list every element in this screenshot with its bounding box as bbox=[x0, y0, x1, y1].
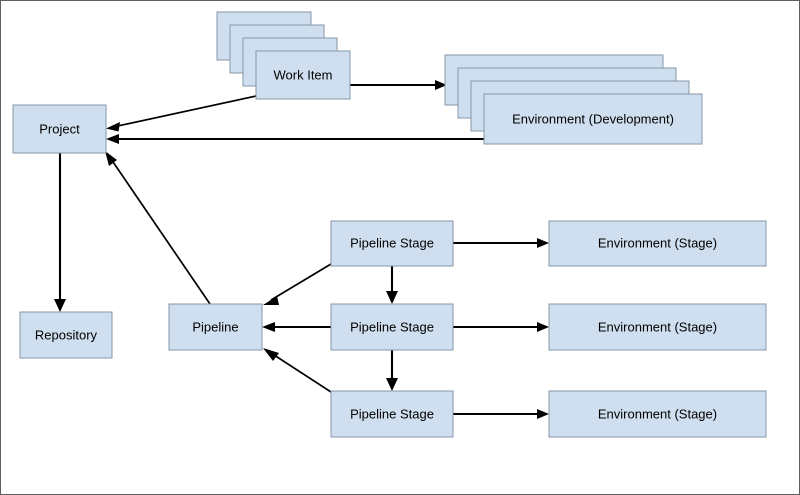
edge-pipeline-stage-1-to-pipeline bbox=[263, 263, 332, 305]
node-repository-label: Repository bbox=[35, 327, 98, 342]
node-project[interactable]: Project bbox=[12, 104, 107, 154]
node-pipeline-stage-1-label: Pipeline Stage bbox=[350, 235, 434, 250]
environment-development-stack-layer-1 bbox=[483, 93, 703, 145]
node-layer: Project Repository Work Item bbox=[12, 11, 767, 438]
node-work-item-stack[interactable]: Work Item bbox=[216, 11, 351, 100]
edge-pipeline-stage-2-to-pipeline bbox=[262, 322, 331, 332]
node-pipeline-stage-2-label: Pipeline Stage bbox=[350, 319, 434, 334]
node-pipeline[interactable]: Pipeline bbox=[168, 303, 263, 351]
node-environment-development-stack[interactable]: Environment (Development) bbox=[444, 54, 703, 145]
edge-work-item-to-project bbox=[106, 95, 257, 132]
node-project-label: Project bbox=[39, 121, 80, 136]
edge-pipeline-stage-1-to-pipeline-stage-2 bbox=[386, 266, 398, 304]
node-pipeline-stage-2[interactable]: Pipeline Stage bbox=[330, 303, 454, 351]
node-environment-stage-1-label: Environment (Stage) bbox=[598, 235, 717, 250]
node-pipeline-stage-3-label: Pipeline Stage bbox=[350, 406, 434, 421]
node-work-item-label: Work Item bbox=[274, 67, 333, 82]
work-item-stack-layer-1 bbox=[255, 50, 351, 100]
node-pipeline-stage-1[interactable]: Pipeline Stage bbox=[330, 220, 454, 267]
node-repository[interactable]: Repository bbox=[19, 311, 113, 359]
node-environment-stage-3-label: Environment (Stage) bbox=[598, 406, 717, 421]
node-environment-stage-2[interactable]: Environment (Stage) bbox=[548, 303, 767, 351]
edge-environment-development-to-project bbox=[106, 134, 484, 144]
node-environment-development-label: Environment (Development) bbox=[512, 111, 674, 126]
edge-layer bbox=[54, 80, 549, 419]
edge-pipeline-to-project bbox=[105, 151, 211, 305]
edge-pipeline-stage-3-to-pipeline bbox=[263, 348, 332, 393]
node-pipeline-stage-3[interactable]: Pipeline Stage bbox=[330, 390, 454, 438]
edge-work-item-to-environment-development bbox=[350, 80, 447, 90]
node-environment-stage-2-label: Environment (Stage) bbox=[598, 319, 717, 334]
node-environment-stage-3[interactable]: Environment (Stage) bbox=[548, 390, 767, 438]
edge-pipeline-stage-3-to-environment-stage-3 bbox=[453, 409, 549, 419]
node-environment-stage-1[interactable]: Environment (Stage) bbox=[548, 220, 767, 267]
edge-project-to-repository bbox=[54, 153, 66, 312]
edge-pipeline-stage-2-to-environment-stage-2 bbox=[453, 322, 549, 332]
edge-pipeline-stage-2-to-pipeline-stage-3 bbox=[386, 350, 398, 391]
node-pipeline-label: Pipeline bbox=[192, 319, 238, 334]
edge-pipeline-stage-1-to-environment-stage-1 bbox=[453, 238, 549, 248]
